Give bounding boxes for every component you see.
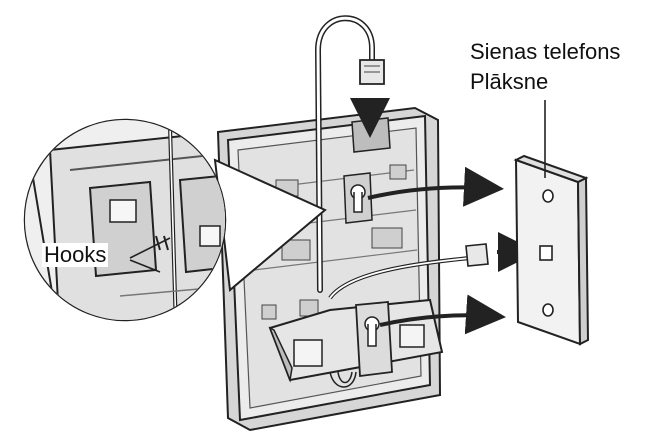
hooks-label: Hooks: [42, 243, 108, 267]
wall-plate-label-line1: Sienas telefons: [470, 40, 620, 64]
wall-plate-label-line2: Plāksne: [470, 70, 548, 94]
wall-plate: [516, 156, 588, 344]
